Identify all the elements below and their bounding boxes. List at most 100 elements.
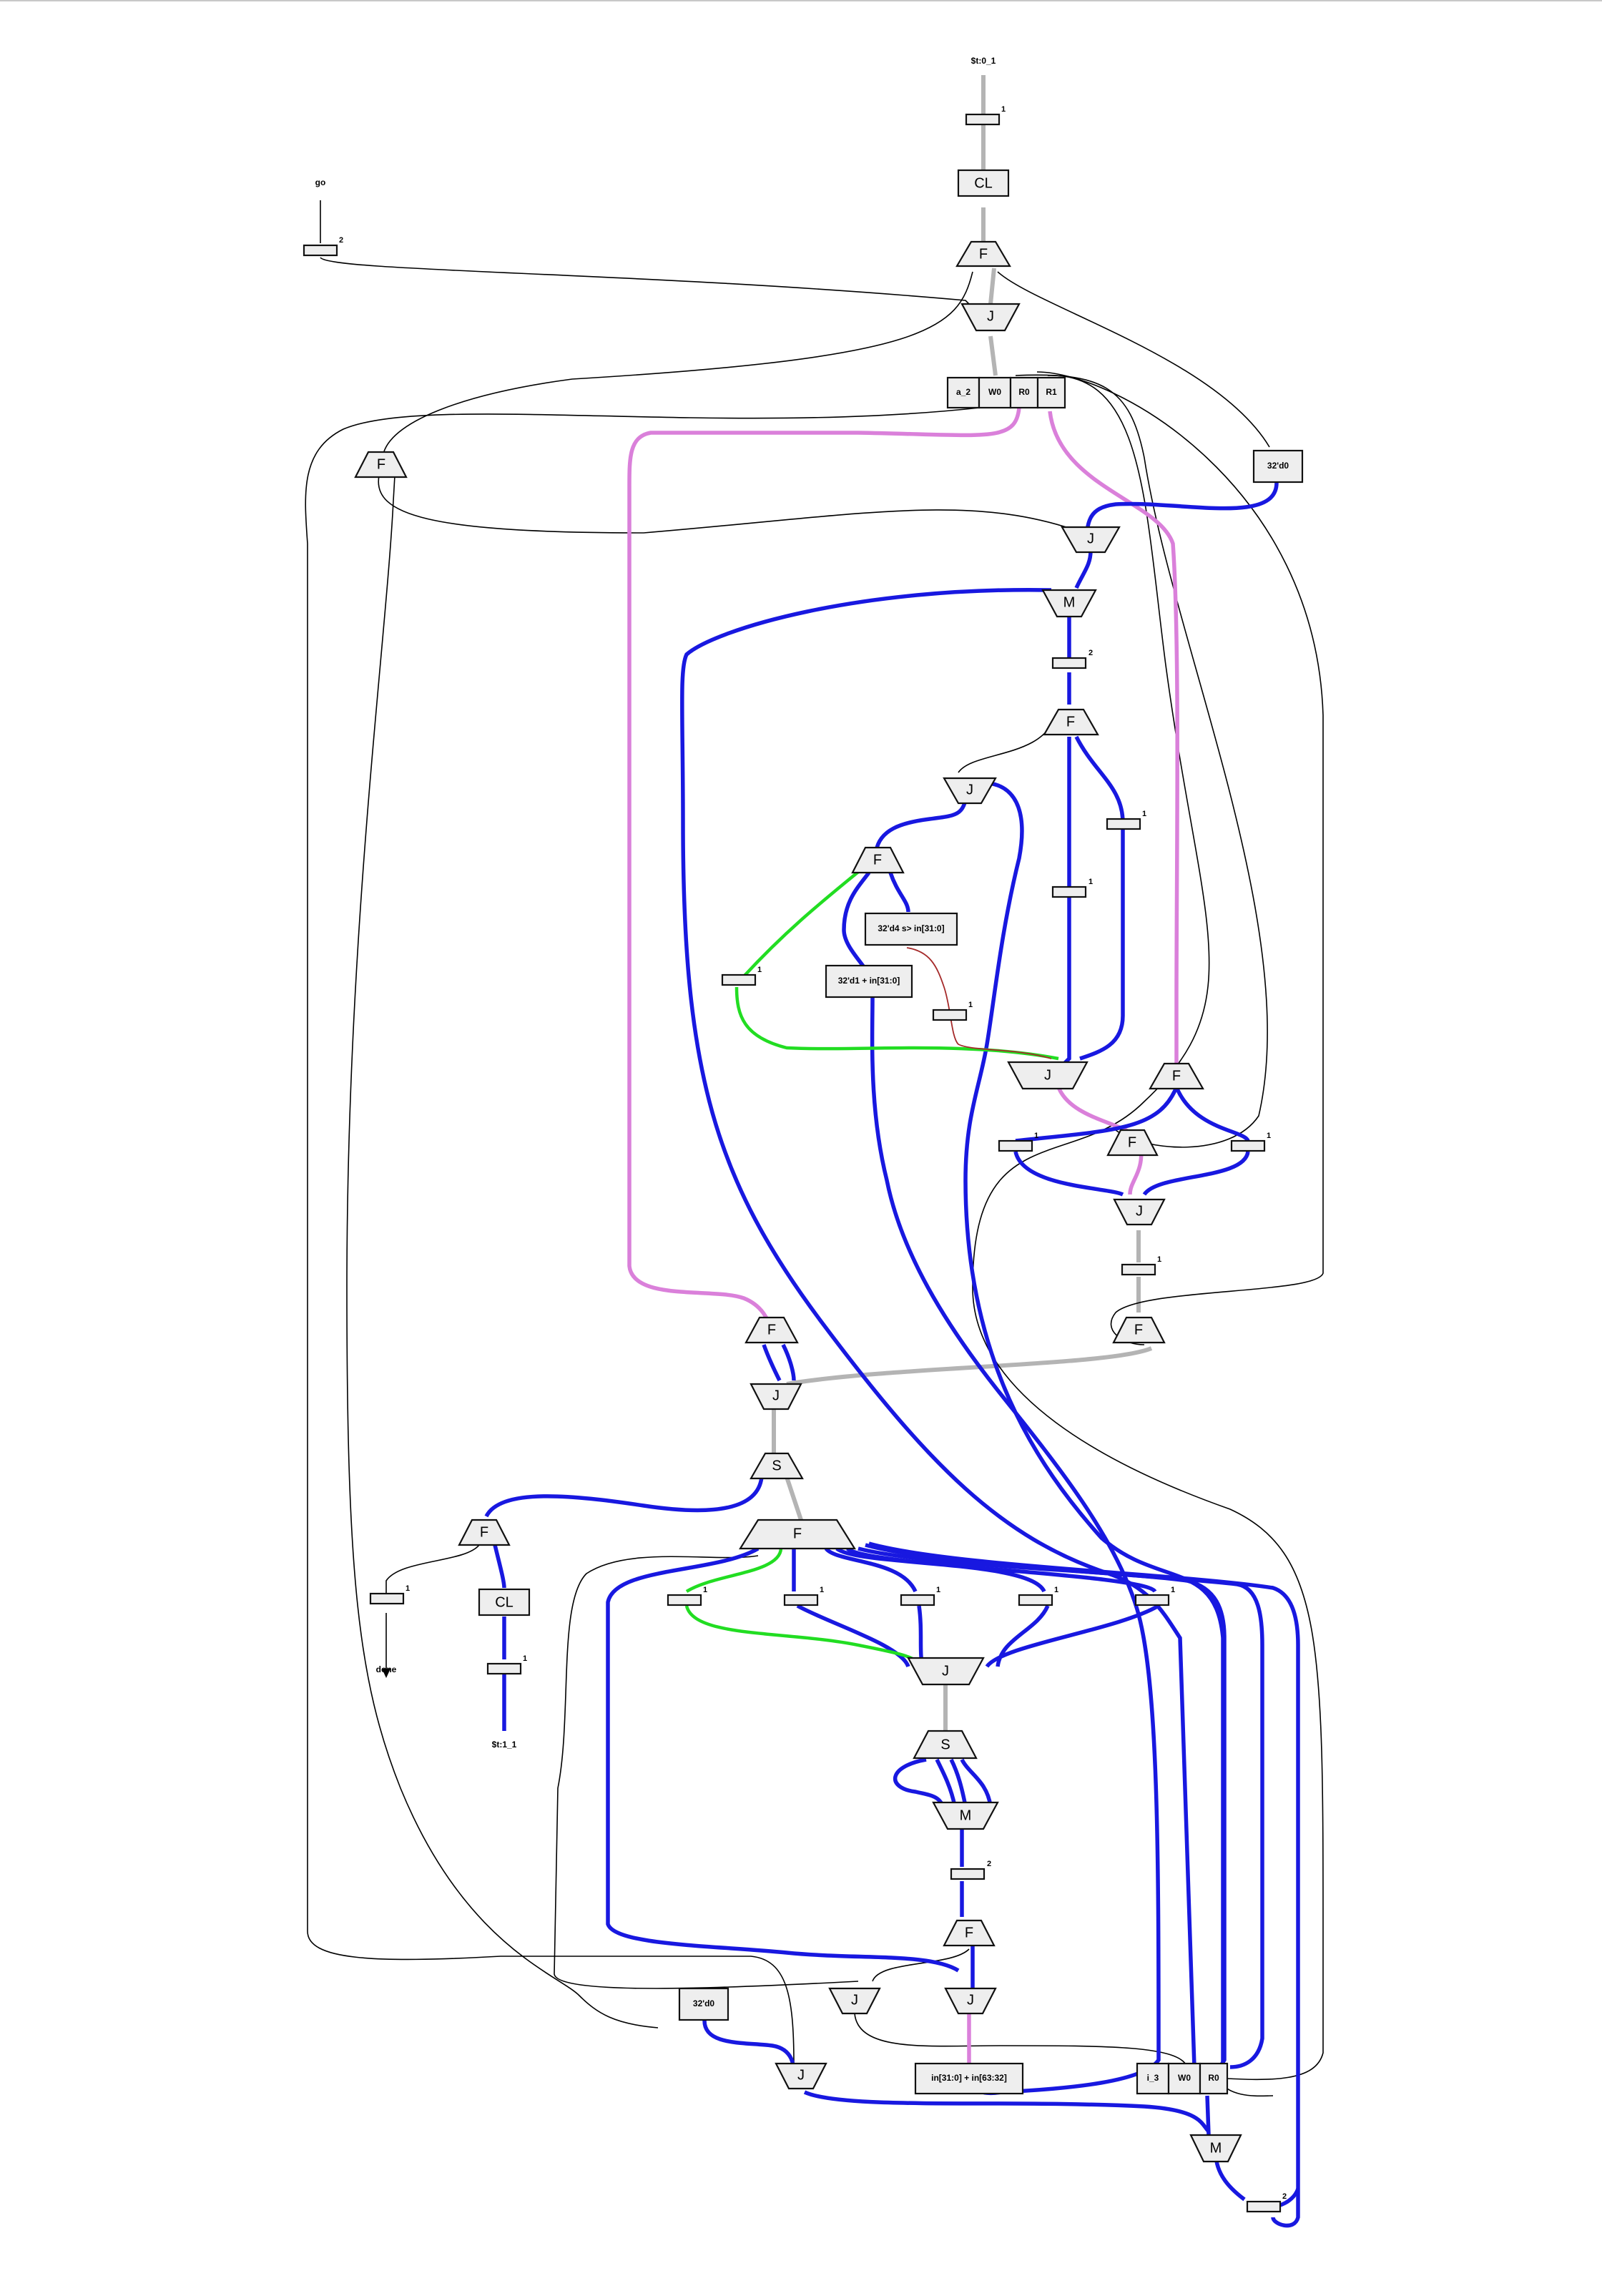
fork-6[interactable] (1112, 1316, 1166, 1344)
buffer-cond[interactable] (721, 973, 757, 986)
buffer-bf-3[interactable] (900, 1594, 935, 1606)
merge-1[interactable] (1041, 589, 1097, 618)
port-clk-out-label: $t:1_1 (492, 1740, 517, 1750)
join-2[interactable] (943, 777, 997, 805)
wire-read-r0 (627, 407, 1021, 1331)
buffer-j4[interactable] (1121, 1263, 1156, 1276)
wire-F3-inc (842, 871, 871, 971)
op-add[interactable] (914, 2062, 1024, 2095)
const-zero-bottom[interactable] (678, 1987, 729, 2021)
buffer-compare[interactable] (932, 1009, 968, 1021)
merge-3[interactable] (1189, 2134, 1242, 2163)
wire-J2-down (963, 780, 1225, 2064)
memory-a-w0[interactable] (978, 376, 1012, 409)
join-lower-right[interactable] (944, 1987, 997, 2015)
split-1[interactable] (750, 1452, 804, 1480)
op-compare-label: 32'd4 s> in[31:0] (878, 923, 944, 933)
fork-7[interactable] (745, 1316, 799, 1344)
buffer-f4-right[interactable] (1230, 1139, 1266, 1152)
op-add-label: in[31:0] + in[63:32] (931, 2073, 1007, 2083)
wire-go (320, 200, 981, 315)
join-big-label: J (942, 1663, 949, 1679)
cl-node-bottom[interactable] (478, 1588, 531, 1616)
wire-F4-bufs (1015, 1086, 1250, 1143)
fork-left[interactable] (354, 451, 408, 479)
wire-S2-M2 (893, 1757, 993, 1810)
fork-2[interactable] (1043, 708, 1099, 736)
buffer-bf-2[interactable] (783, 1594, 819, 1606)
join-2-label: J (966, 782, 973, 798)
fork-8-label: F (965, 1925, 973, 1941)
join-lower-left[interactable] (828, 1987, 881, 2015)
buffer-f2-right[interactable] (1106, 818, 1141, 830)
wire-clk-top (981, 75, 998, 376)
fork-8[interactable] (943, 1919, 996, 1947)
wire-bigF-right1 (857, 1546, 1227, 2084)
fork-5-label: F (1128, 1134, 1136, 1150)
wire-i-to-M3 (1205, 2095, 1211, 2136)
buffer-j4-count: 1 (1157, 1255, 1161, 1264)
fork-4-label: F (1172, 1068, 1181, 1084)
buffer-bf-5-count: 1 (1171, 1586, 1175, 1594)
buffer-f2-mid[interactable] (1051, 885, 1087, 898)
op-increment[interactable] (825, 964, 913, 999)
memory-i-name[interactable] (1136, 2062, 1170, 2095)
fork-3[interactable] (851, 846, 905, 874)
const-zero-top[interactable] (1252, 449, 1304, 484)
buffer-compare-count: 1 (968, 1001, 973, 1009)
buffer-bf-2-count: 1 (820, 1586, 824, 1594)
join-big[interactable] (907, 1657, 985, 1686)
join-6-label: J (797, 2067, 805, 2083)
port-done-label: done (376, 1664, 397, 1674)
wire-bigF-bufs (792, 1546, 1157, 1594)
buffer-bf-4-count: 1 (1054, 1586, 1058, 1594)
const-zero-bottom-label: 32'd0 (693, 1998, 715, 2008)
buffer-m1[interactable] (1051, 657, 1087, 669)
join-5[interactable] (750, 1383, 802, 1411)
buffer-m1-count: 2 (1089, 649, 1093, 657)
join-4[interactable] (1113, 1198, 1166, 1226)
done-arrowhead (382, 1669, 390, 1678)
buffer-bf-3-count: 1 (936, 1586, 940, 1594)
split-2[interactable] (913, 1730, 978, 1760)
wire-compare-out (906, 947, 1052, 1059)
join-3[interactable] (1007, 1061, 1089, 1090)
wire-F2-to-J2 (958, 715, 1056, 773)
memory-a-name[interactable] (946, 376, 981, 409)
buffer-go[interactable] (303, 244, 338, 257)
buffer-f2-mid-count: 1 (1089, 878, 1093, 886)
buffer-bf-5[interactable] (1134, 1594, 1170, 1606)
buffer-clk-out[interactable] (486, 1662, 522, 1675)
join-top[interactable] (960, 303, 1021, 332)
nodes: $t:0_1 1 CL go 2 F J a_2 W0 R0 R1 F 32'd… (303, 56, 1304, 2213)
memory-i-r0[interactable] (1199, 2062, 1229, 2095)
fork-done[interactable] (458, 1519, 511, 1546)
buffer-1[interactable] (965, 113, 1001, 126)
wire-F-big-left (554, 1555, 859, 1989)
fork-top[interactable] (955, 240, 1011, 268)
buffer-m3[interactable] (1246, 2200, 1282, 2213)
wire-ctrl-right-3 (972, 375, 1324, 2081)
buffer-done[interactable] (369, 1592, 405, 1605)
merge-2[interactable] (932, 1801, 999, 1830)
wire-ctrl-right-2 (1036, 371, 1324, 1345)
join-1[interactable] (1061, 526, 1121, 554)
fork-5[interactable] (1106, 1129, 1159, 1157)
fork-4[interactable] (1149, 1062, 1204, 1090)
wire-M2-F7 (960, 1828, 975, 1988)
cl-node-top[interactable] (957, 169, 1010, 197)
cl-node-top-label: CL (974, 175, 993, 191)
merge-3-label: M (1210, 2140, 1222, 2156)
fork-big[interactable] (739, 1519, 856, 1550)
buffer-bf-1[interactable] (667, 1594, 702, 1606)
buffer-bf-4[interactable] (1018, 1594, 1053, 1606)
join-6[interactable] (775, 2062, 827, 2090)
top-border (0, 0, 1602, 1)
memory-i-name-label: i_3 (1147, 2073, 1159, 2083)
buffer-m2[interactable] (950, 1868, 986, 1880)
op-compare[interactable] (864, 912, 958, 946)
memory-i-w0[interactable] (1167, 2062, 1202, 2095)
memory-a-r1[interactable] (1036, 376, 1066, 409)
buffer-f4-left[interactable] (998, 1139, 1033, 1152)
join-4-label: J (1136, 1203, 1143, 1219)
